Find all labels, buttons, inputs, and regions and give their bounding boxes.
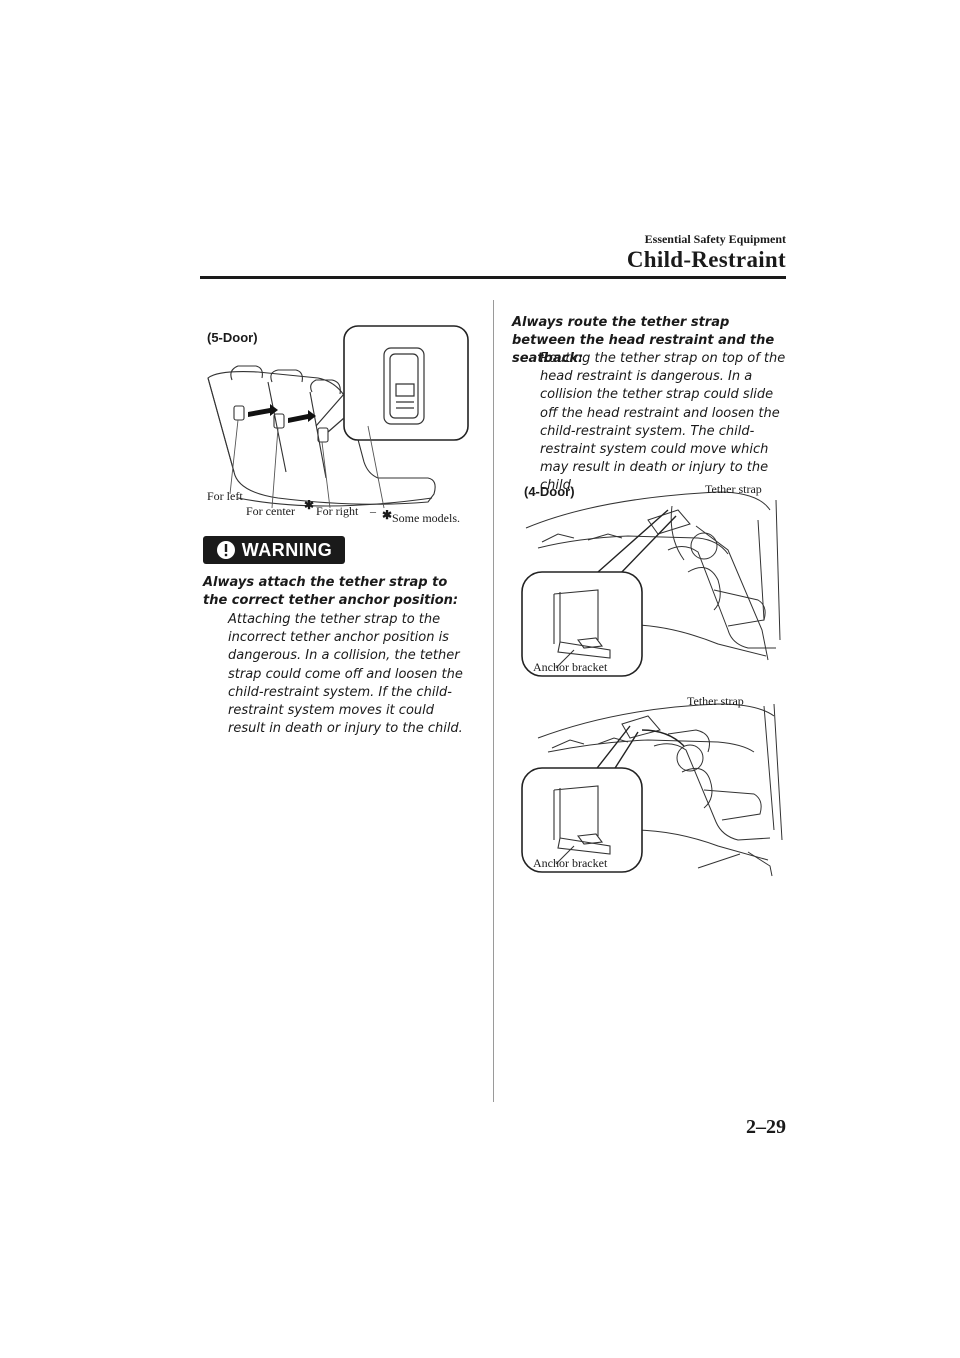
figure-5door-seat [198, 322, 478, 532]
column-divider [493, 300, 494, 1102]
section-title: Essential Safety Equipment [644, 232, 786, 246]
label-for-left: For left [207, 489, 243, 503]
caption-5door: (5-Door) [207, 330, 258, 345]
label-tether-strap-4door: Tether strap [705, 482, 762, 496]
figure-tether-routing [518, 690, 784, 880]
figure-4door [518, 480, 784, 680]
label-for-right: For right [316, 504, 359, 518]
label-some-models: Some models. [392, 511, 460, 525]
warning-icon [216, 541, 235, 559]
route-heading: Always route the tether strap between th… [512, 315, 775, 366]
header-rule [200, 276, 786, 279]
dash-icon: – [370, 504, 376, 518]
label-tether-strap-routing: Tether strap [687, 694, 744, 708]
label-anchor-bracket-4door: Anchor bracket [533, 660, 608, 674]
route-body: Routing the tether strap on top of the h… [540, 351, 786, 494]
page-title: Child-Restraint [626, 247, 786, 272]
warning-label: WARNING [241, 539, 333, 560]
asterisk-icon: ✱ [304, 498, 315, 512]
warning-heading: Always attach the tether strap to the co… [203, 575, 459, 608]
asterisk-icon: ✱ [382, 508, 393, 522]
label-anchor-bracket-routing: Anchor bracket [533, 856, 608, 870]
label-for-center: For center [246, 504, 295, 518]
warning-badge: WARNING [203, 536, 345, 564]
warning-body: Attaching the tether strap to the incorr… [228, 612, 463, 737]
page-number: 2–29 [746, 1116, 786, 1138]
caption-4door: (4-Door) [524, 484, 575, 499]
